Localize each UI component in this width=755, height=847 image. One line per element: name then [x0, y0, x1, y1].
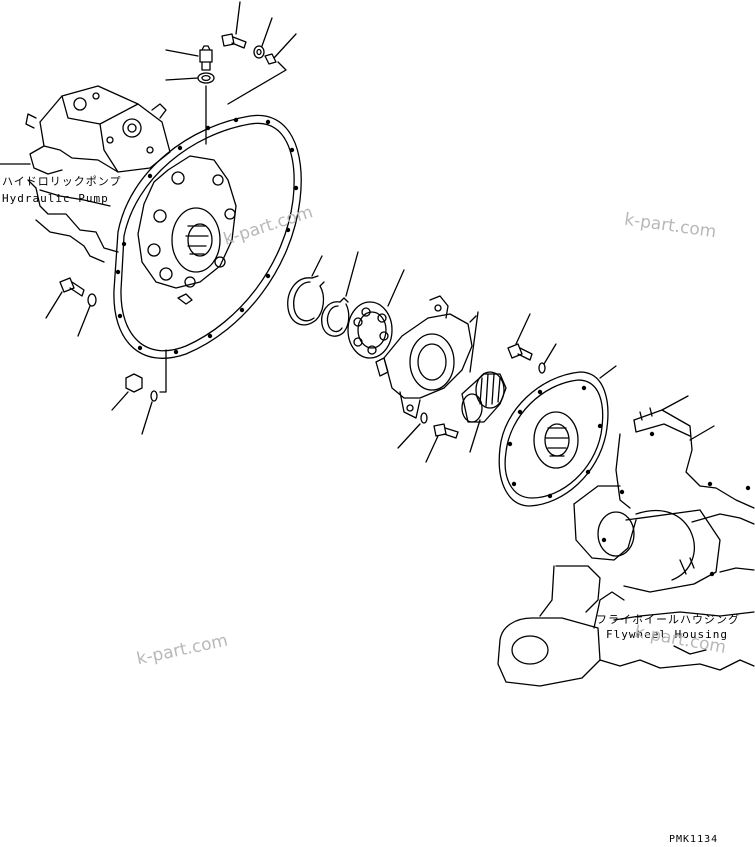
pump-drive-flange: [137, 155, 237, 305]
hydraulic-pump-label-en: Hydraulic Pump: [2, 192, 109, 205]
drawing-code: PMK1134: [669, 834, 719, 845]
flywheel-housing: [497, 395, 755, 687]
gasket-ring: [113, 114, 302, 359]
pump-mounting-hardware: [45, 277, 167, 435]
bearing-housing: [375, 295, 477, 463]
retaining-ring-2: [321, 251, 359, 337]
flange-bolt: [507, 313, 557, 374]
flywheel-housing-label-jp: フライホイールハウジング: [596, 613, 740, 626]
retaining-ring-1: [287, 255, 325, 326]
splined-coupling: [461, 311, 507, 453]
flywheel-flange: [498, 365, 617, 507]
hydraulic-pump-label-jp: ハイドロリックポンプ: [2, 175, 122, 188]
top-hardware: [165, 1, 297, 145]
bearing: [347, 269, 405, 359]
hydraulic-pump: [25, 85, 171, 263]
flywheel-housing-label-en: Flywheel Housing: [606, 628, 728, 641]
